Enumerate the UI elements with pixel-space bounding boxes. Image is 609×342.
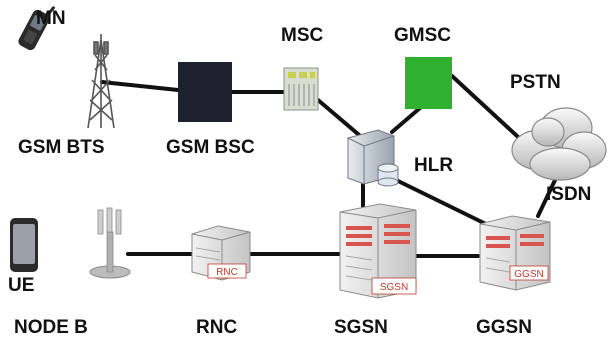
green-square-icon [405,57,452,109]
sgsn-tag: SGSN [380,282,408,293]
label-ue: UE [8,275,34,296]
label-mn: MN [36,8,66,29]
link-ggsn-pstn [536,176,558,218]
lattice-tower-icon [87,34,115,129]
link-gsm-bts-gsm-bsc [100,80,180,92]
server-database-icon [347,129,399,187]
cloud-icon [511,107,607,181]
mobile-phone-icon [18,5,56,51]
label-gmsc: GMSC [394,25,451,46]
label-node-b: NODE B [14,317,88,338]
server-cabinet-icon: SGSN [339,203,417,299]
ggsn-tag: GGSN [514,269,543,280]
label-hlr: HLR [414,155,453,176]
label-isdn: ISDN [546,184,591,205]
router-box-icon: RNC [191,225,251,281]
black-square-icon [178,62,232,122]
label-rnc: RNC [196,317,237,338]
rnc-tag: RNC [216,267,238,278]
link-gmsc-pstn [450,74,532,150]
switch-rack-icon [283,67,319,111]
link-msc-hlr [316,98,367,142]
label-sgsn: SGSN [334,317,388,338]
label-gsm-bsc: GSM BSC [166,137,255,158]
connection-lines [100,74,558,258]
label-pstn: PSTN [510,72,561,93]
server-cabinet-icon: GGSN [479,215,551,291]
link-hlr-ggsn [390,176,492,228]
label-gsm-bts: GSM BTS [18,137,105,158]
label-msc: MSC [281,25,324,46]
smartphone-icon [10,218,38,272]
link-hlr-gmsc [390,106,422,134]
label-ggsn: GGSN [476,317,532,338]
antenna-mast-icon [89,207,131,279]
